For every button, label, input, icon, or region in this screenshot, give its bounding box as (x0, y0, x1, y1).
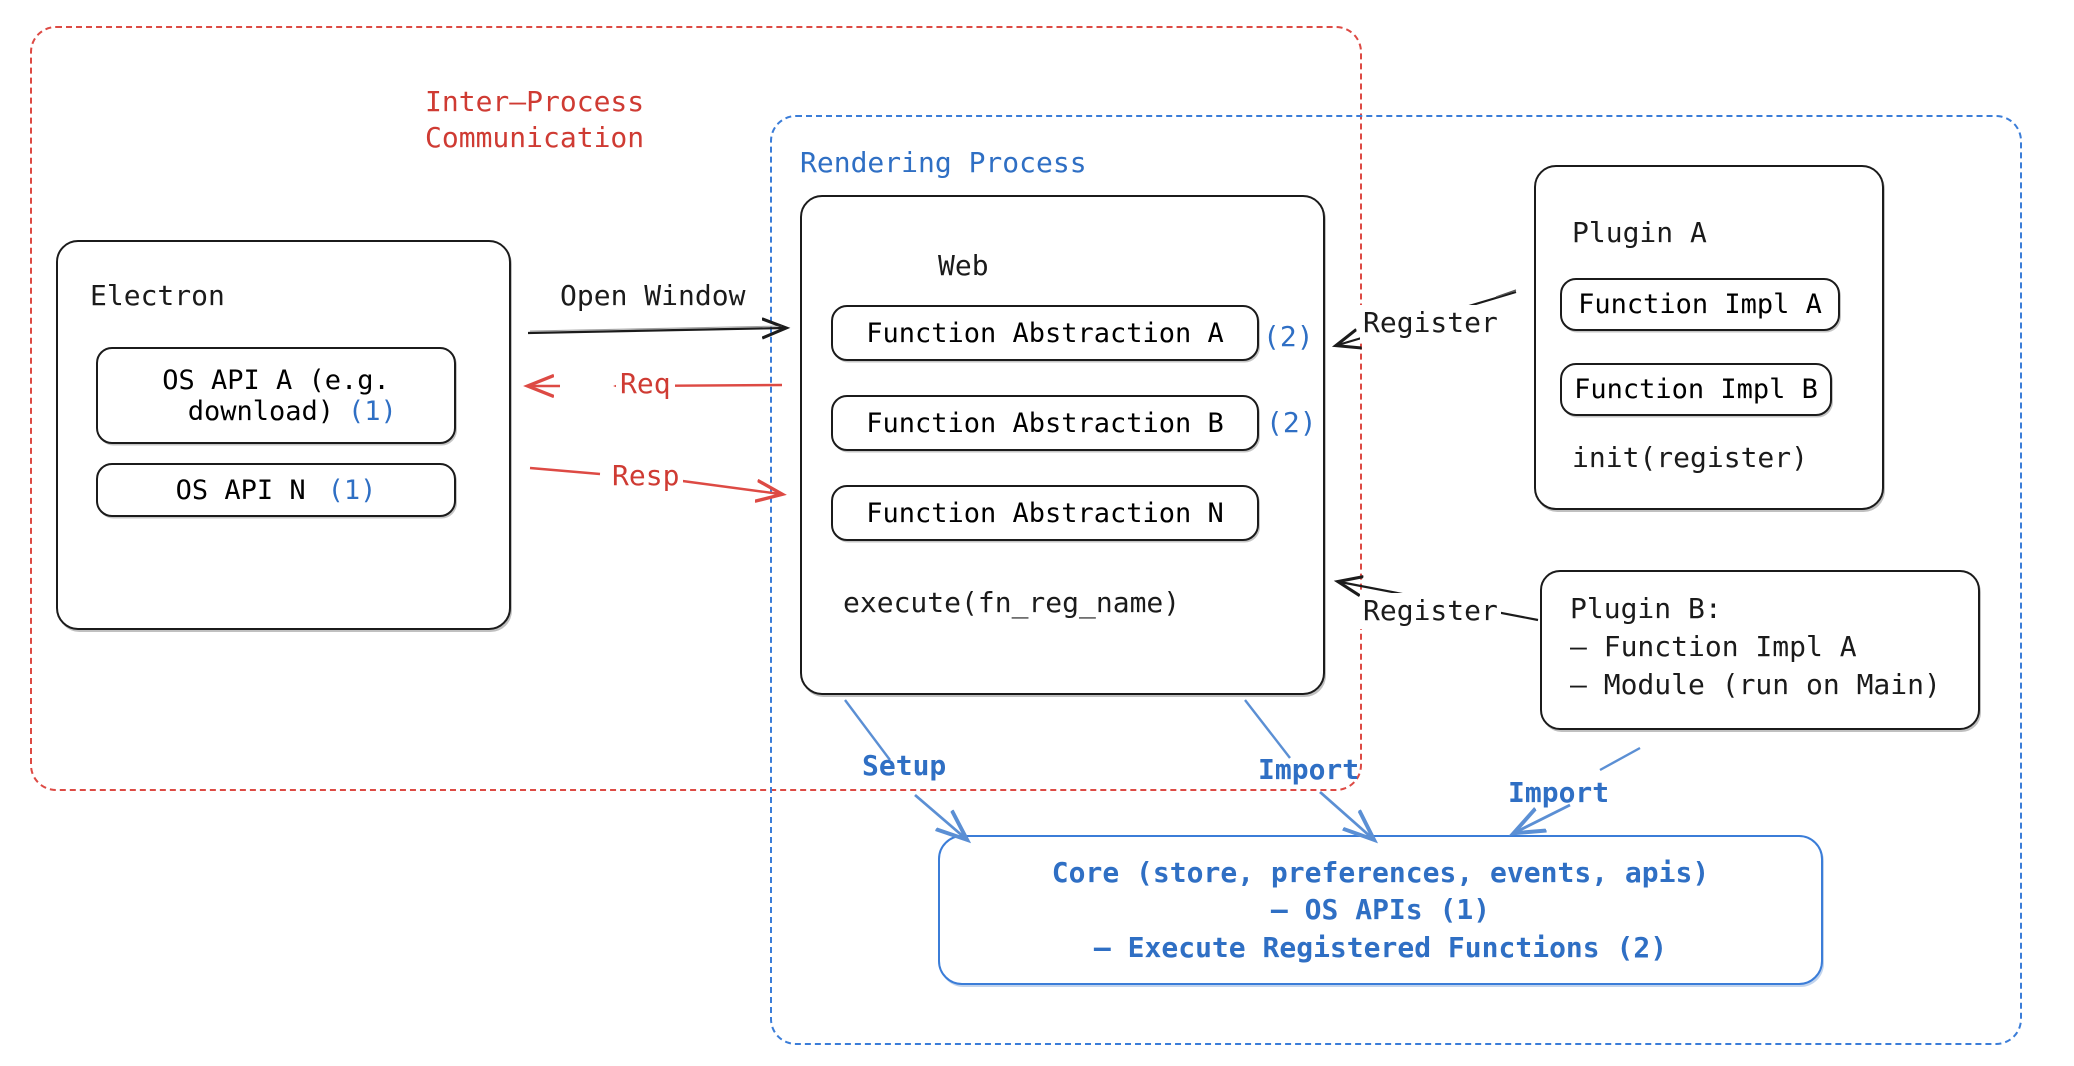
rendering-process-boundary (770, 115, 2022, 1045)
os-api-a-marker: (1) (348, 395, 397, 427)
os-api-a-box[interactable]: OS API A (e.g. download)(1) (96, 347, 456, 444)
core-line-3: – Execute Registered Functions (2) (1093, 930, 1668, 964)
electron-title: Electron (90, 279, 225, 312)
ipc-title: Inter–Process Communication (425, 85, 645, 154)
plugin-a-title: Plugin A (1572, 216, 1707, 249)
setup-label: Setup (862, 749, 947, 782)
register-plugin-b-label: Register (1360, 593, 1501, 629)
rendering-process-title: Rendering Process (800, 146, 1087, 179)
web-execute-label: execute(fn_reg_name) (843, 586, 1181, 619)
function-abstraction-a-marker: (2) (1263, 320, 1314, 353)
import-web-label: Import (1258, 753, 1360, 786)
register-plugin-a-label: Register (1360, 305, 1501, 341)
core-box[interactable]: Core (store, preferences, events, apis) … (938, 835, 1823, 985)
function-abstraction-a-label: Function Abstraction A (866, 317, 1224, 349)
ipc-boundary (30, 26, 1362, 791)
plugin-b-box[interactable]: Plugin B: – Function Impl A – Module (ru… (1540, 570, 1980, 730)
os-api-n-label: OS API N (175, 474, 306, 506)
req-label: Req (616, 366, 675, 402)
resp-label: Resp (608, 458, 684, 494)
function-abstraction-b-marker: (2) (1266, 406, 1317, 439)
plugin-b-line-2: – Function Impl A (1570, 629, 1857, 663)
plugin-a-impl-a-label: Function Impl A (1578, 289, 1822, 320)
plugin-a-init-label: init(register) (1572, 441, 1809, 474)
plugin-a-impl-a-box[interactable]: Function Impl A (1560, 278, 1840, 331)
function-abstraction-a-box[interactable]: Function Abstraction A (831, 305, 1259, 361)
plugin-b-line-3: – Module (run on Main) (1570, 667, 1941, 701)
plugin-a-impl-b-box[interactable]: Function Impl B (1560, 363, 1832, 416)
function-abstraction-n-box[interactable]: Function Abstraction N (831, 485, 1259, 541)
open-window-label: Open Window (560, 279, 746, 312)
function-abstraction-n-label: Function Abstraction N (866, 497, 1224, 529)
os-api-n-marker: (1) (327, 474, 377, 506)
function-abstraction-b-label: Function Abstraction B (866, 407, 1224, 439)
plugin-a-impl-b-label: Function Impl B (1574, 374, 1818, 405)
function-abstraction-b-box[interactable]: Function Abstraction B (831, 395, 1259, 451)
core-line-1: Core (store, preferences, events, apis) (1051, 856, 1710, 890)
plugin-b-line-1: Plugin B: (1570, 592, 1722, 625)
plugin-a-box[interactable] (1534, 165, 1884, 510)
os-api-n-box[interactable]: OS API N (1) (96, 463, 456, 517)
core-line-2: – OS APIs (1) (1270, 893, 1491, 927)
web-title: Web (938, 249, 989, 282)
os-api-a-label: OS API A (e.g. download) (162, 364, 390, 427)
import-plugin-label: Import (1508, 776, 1610, 809)
